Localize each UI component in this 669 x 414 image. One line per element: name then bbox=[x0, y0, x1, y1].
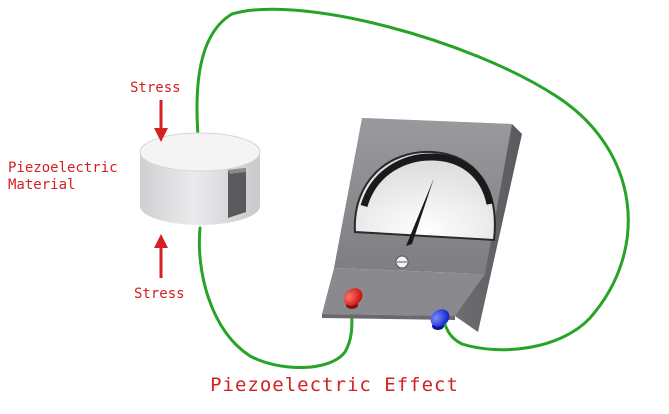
meter-needle bbox=[406, 178, 434, 246]
stress-arrow-bottom bbox=[154, 234, 168, 278]
material-label-line-1: Piezoelectric bbox=[8, 160, 118, 176]
material-label-line-2: Material bbox=[8, 177, 76, 193]
stress-bottom-label: Stress bbox=[134, 286, 185, 302]
diagram-title: Piezoelectric Effect bbox=[210, 374, 459, 396]
dial-face bbox=[353, 150, 496, 242]
stress-top-label: Stress bbox=[130, 80, 181, 96]
stress-arrow-top bbox=[154, 100, 168, 142]
blue-terminal bbox=[430, 309, 450, 330]
galvanometer bbox=[322, 118, 522, 332]
red-terminal bbox=[343, 288, 363, 309]
wire-bottom bbox=[197, 226, 354, 370]
wire-top bbox=[195, 7, 630, 352]
material-label: Piezoelectric Material bbox=[8, 160, 118, 194]
piezoelectric-disc bbox=[139, 132, 261, 225]
